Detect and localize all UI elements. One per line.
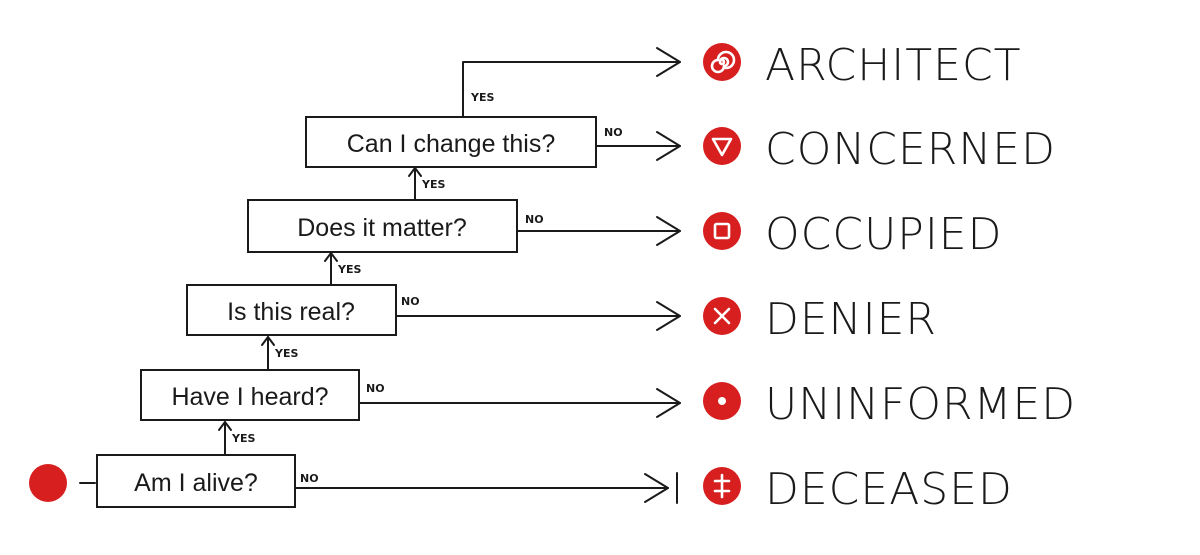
yes-arrow-real: YES xyxy=(324,252,361,286)
outcome-architect: ARCHITECT xyxy=(703,40,1022,91)
no-arrow-matter: NO xyxy=(516,213,681,246)
outcome-label: DECEASED xyxy=(765,464,1013,515)
outcome-concerned: CONCERNED xyxy=(703,124,1056,175)
no-arrow-alive: NO xyxy=(294,472,678,504)
yes-arrow-heard: YES xyxy=(261,336,298,371)
question-box-heard: Have I heard? xyxy=(140,369,360,421)
question-label: Have I heard? xyxy=(171,383,328,411)
double-dagger-icon xyxy=(703,467,741,505)
start-dot xyxy=(29,464,67,502)
question-box-real: Is this real? xyxy=(186,284,397,336)
yes-label: YES xyxy=(421,178,445,191)
question-label: Can I change this? xyxy=(347,130,555,158)
yes-arrow-change: YES xyxy=(462,47,681,118)
no-label: NO xyxy=(401,295,420,308)
triangle-down-icon xyxy=(703,127,741,165)
outcome-denier: DENIER xyxy=(703,294,937,345)
question-box-alive: Am I alive? xyxy=(96,454,296,508)
outcome-occupied: OCCUPIED xyxy=(703,209,1002,260)
x-icon xyxy=(703,297,741,335)
question-box-change: Can I change this? xyxy=(305,116,597,168)
no-label: NO xyxy=(300,472,319,485)
outcome-uninformed: UNINFORMED xyxy=(703,379,1076,430)
spiral-icon xyxy=(703,43,741,81)
no-arrow-real: NO xyxy=(395,295,681,331)
yes-label: YES xyxy=(337,263,361,276)
yes-label: YES xyxy=(274,347,298,360)
no-arrow-change: NO xyxy=(595,126,681,161)
yes-label: YES xyxy=(470,91,494,104)
outcome-label: DENIER xyxy=(765,294,937,345)
yes-label: YES xyxy=(231,432,255,445)
no-label: NO xyxy=(604,126,623,139)
outcome-label: CONCERNED xyxy=(765,124,1056,175)
outcome-label: UNINFORMED xyxy=(765,379,1076,430)
question-label: Does it matter? xyxy=(297,214,467,242)
outcome-label: OCCUPIED xyxy=(765,209,1002,260)
square-icon xyxy=(703,212,741,250)
question-box-matter: Does it matter? xyxy=(247,199,518,253)
yes-arrow-matter: YES xyxy=(408,167,445,201)
yes-arrow-alive: YES xyxy=(218,421,255,456)
question-label: Is this real? xyxy=(227,298,355,326)
no-label: NO xyxy=(366,382,385,395)
outcome-deceased: DECEASED xyxy=(703,464,1013,515)
outcome-label: ARCHITECT xyxy=(765,40,1022,91)
question-label: Am I alive? xyxy=(134,469,258,497)
no-label: NO xyxy=(525,213,544,226)
dot-icon xyxy=(703,382,741,420)
no-arrow-heard: NO xyxy=(358,382,681,418)
